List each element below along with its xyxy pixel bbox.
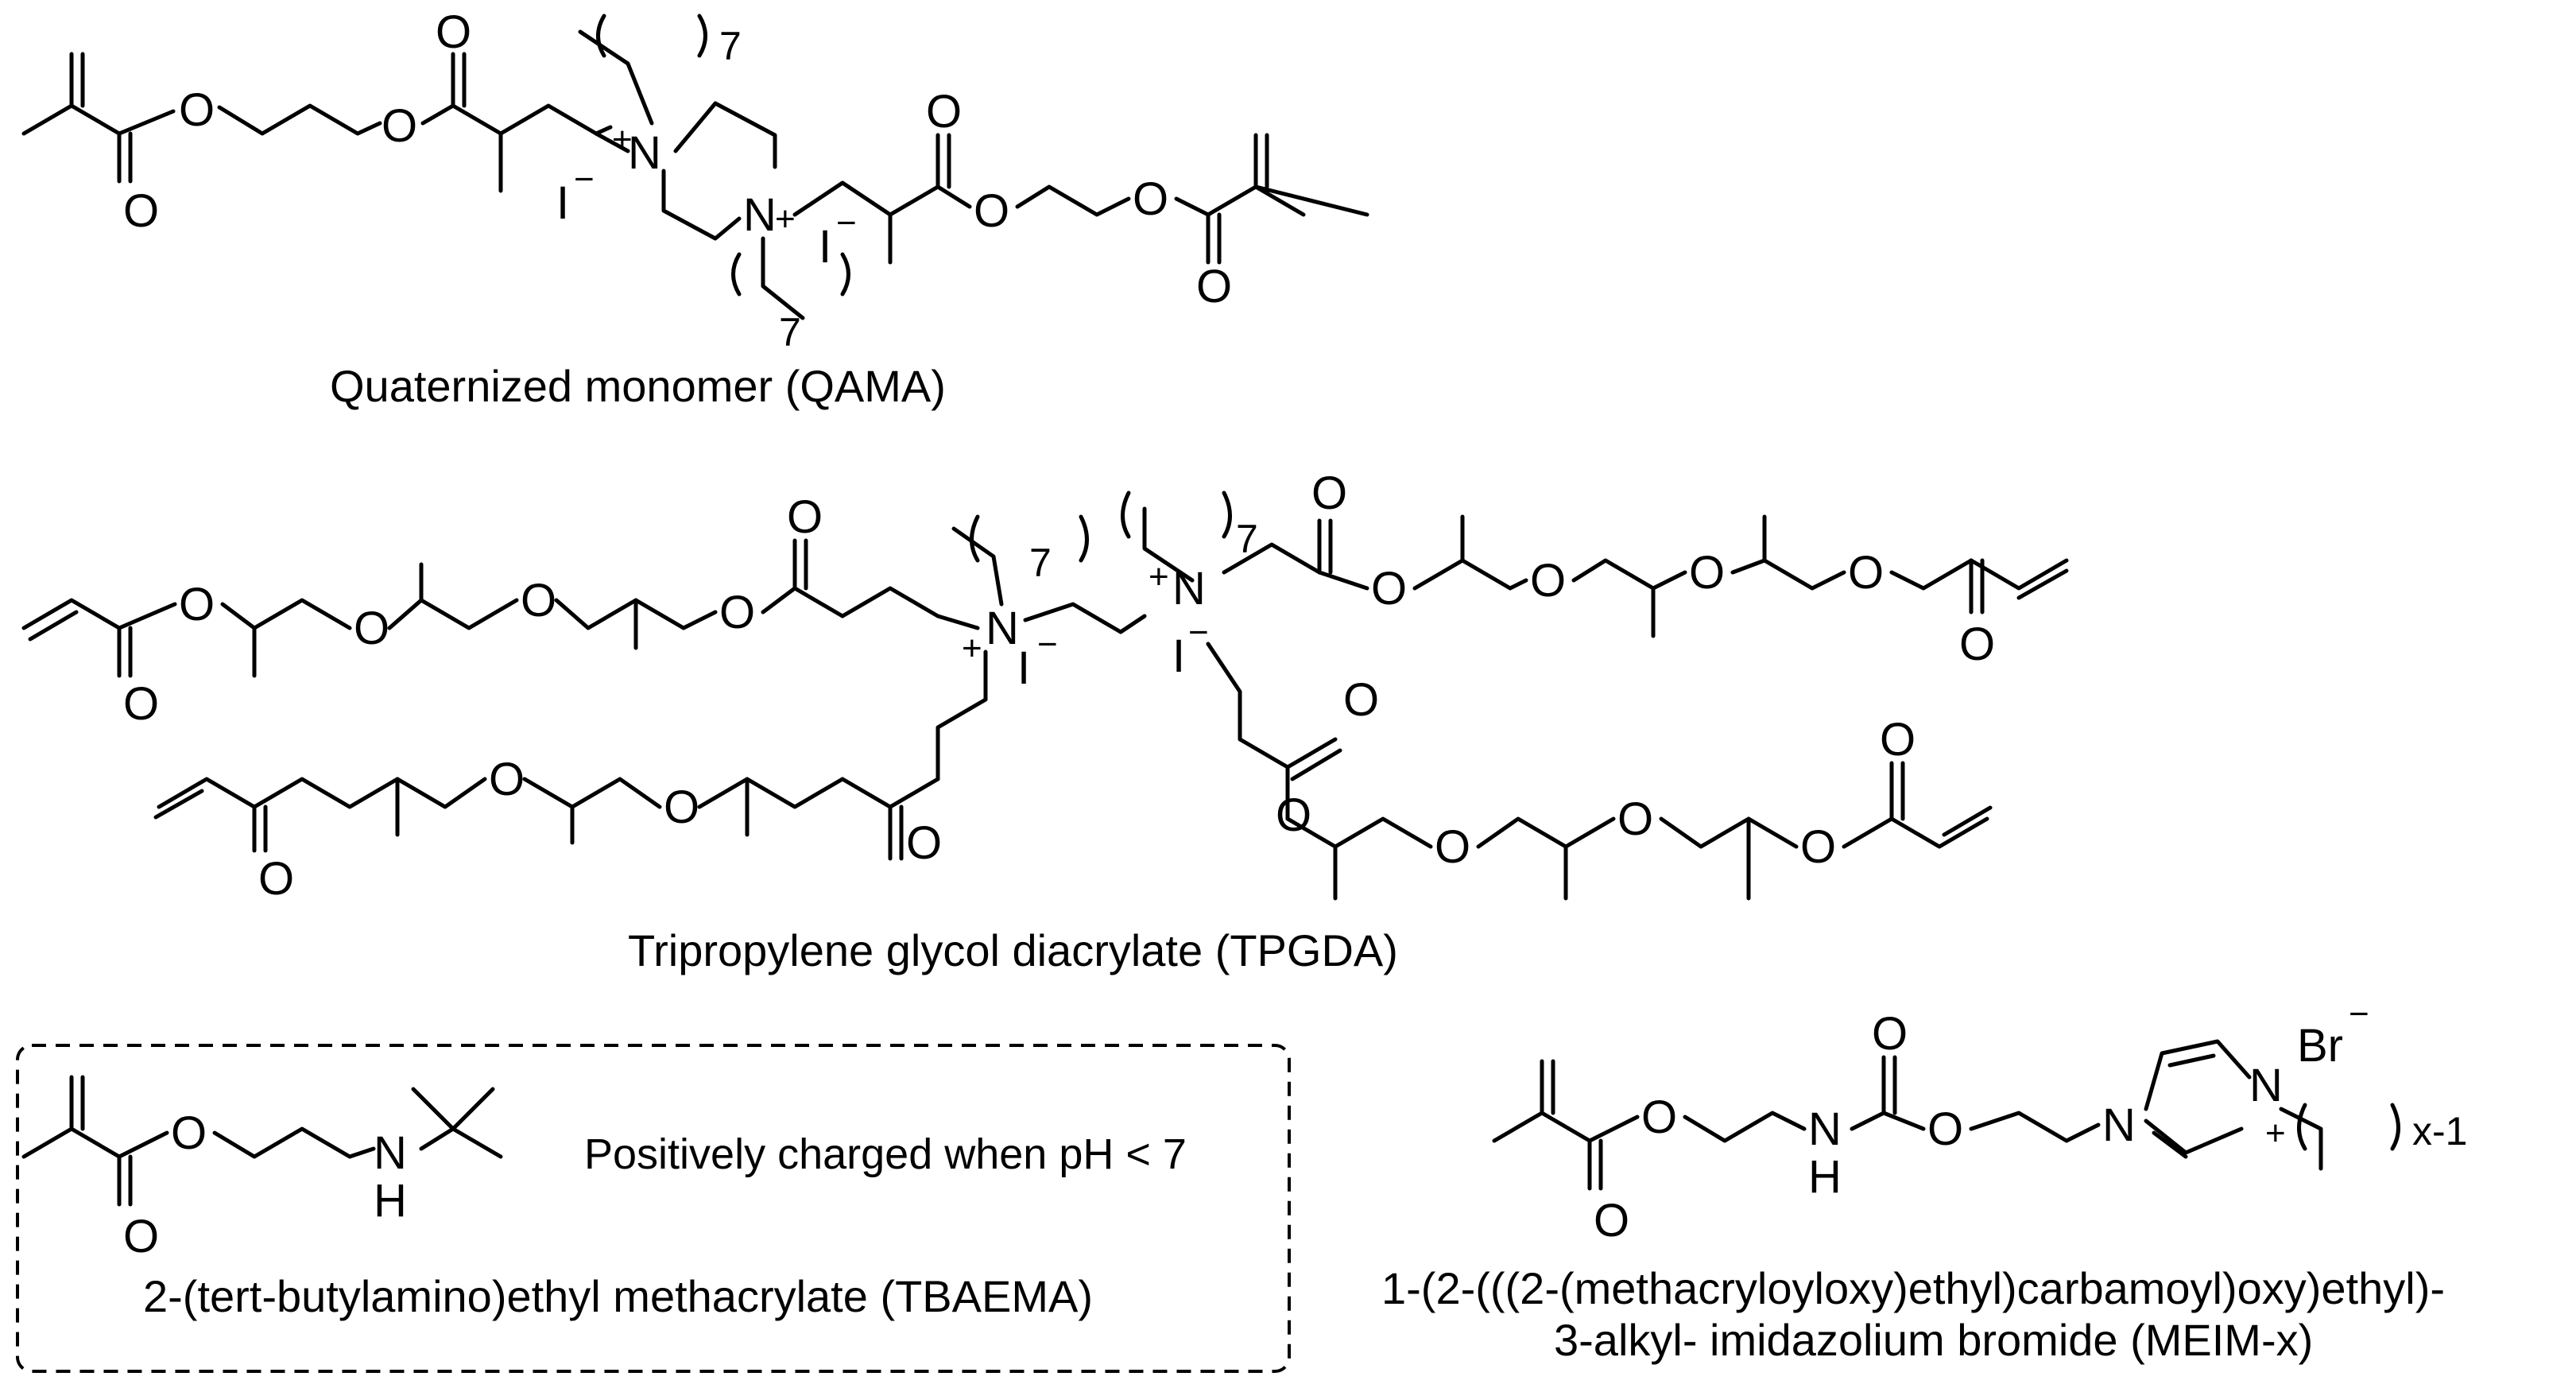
tbaema-bonds <box>21 1075 503 1207</box>
oxygen-label: O <box>1689 547 1725 599</box>
nitrogen-label: N <box>2102 1099 2136 1151</box>
plus-charge: + <box>775 200 796 238</box>
tbaema-structure: O O N H Positively charged when pH < 7 2… <box>16 1044 1291 1373</box>
hydrogen-label: H <box>374 1175 407 1227</box>
oxygen-label: O <box>1435 821 1470 873</box>
nitrogen-label: N <box>986 603 1019 654</box>
minus-charge: − <box>836 204 857 242</box>
oxygen-label: O <box>1641 1091 1677 1143</box>
nitrogen-label: N <box>374 1127 407 1179</box>
nitrogen-label: N <box>1808 1103 1842 1155</box>
oxygen-label: O <box>436 6 471 58</box>
plus-charge: + <box>1149 557 1169 596</box>
chain-repeat-label: 7 <box>779 310 801 355</box>
hydrogen-label: H <box>1808 1151 1842 1203</box>
oxygen-label: O <box>906 817 942 869</box>
chain-repeat-label: 7 <box>1029 541 1052 585</box>
qama-caption: Quaternized monomer (QAMA) <box>330 361 946 411</box>
tpgda-caption: Tripropylene glycol diacrylate (TPGDA) <box>628 925 1398 975</box>
plus-charge: + <box>2265 1114 2286 1153</box>
tpgda-bonds <box>21 490 2069 901</box>
qama-structure: O O O O N + I − 7 N + I − 7 O O O O Quat… <box>21 6 1369 411</box>
plus-charge: + <box>612 120 633 159</box>
oxygen-label: O <box>1880 714 1916 766</box>
oxygen-label: O <box>123 678 159 730</box>
minus-charge: − <box>1037 625 1058 664</box>
bromide-label: Br <box>2297 1020 2343 1072</box>
oxygen-label: O <box>1196 261 1232 312</box>
iodide-label: I <box>1172 630 1185 682</box>
oxygen-label: O <box>664 781 699 833</box>
oxygen-label: O <box>787 491 823 543</box>
oxygen-label: O <box>719 587 755 638</box>
tbaema-atom-labels: O O N H <box>123 1107 407 1262</box>
plus-charge: + <box>962 629 982 668</box>
nitrogen-label: N <box>2249 1060 2283 1111</box>
oxygen-label: O <box>179 579 215 630</box>
nitrogen-label: N <box>1172 563 1206 615</box>
minus-charge: − <box>1188 613 1209 652</box>
iodide-label: I <box>819 221 831 273</box>
oxygen-label: O <box>1530 555 1566 607</box>
oxygen-label: O <box>123 185 159 237</box>
oxygen-label: O <box>1927 1103 1963 1155</box>
oxygen-label: O <box>1133 173 1168 225</box>
minus-charge: − <box>2349 994 2369 1033</box>
meim-bonds <box>1492 1039 2400 1191</box>
oxygen-label: O <box>179 84 215 136</box>
nitrogen-label: N <box>743 189 777 241</box>
oxygen-label: O <box>1617 793 1653 845</box>
meim-atom-labels: O O N H O O N N + Br − x-1 <box>1594 994 2467 1246</box>
oxygen-label: O <box>1371 563 1407 615</box>
chain-repeat-label: x-1 <box>2412 1109 2467 1153</box>
oxygen-label: O <box>1872 1008 1908 1060</box>
meim-caption-line1: 1-(2-(((2-(methacryloyloxy)ethyl)carbamo… <box>1381 1263 2445 1313</box>
oxygen-label: O <box>1343 674 1379 726</box>
qama-bonds <box>21 14 1369 320</box>
nitrogen-label: N <box>628 127 661 179</box>
oxygen-label: O <box>123 1211 159 1262</box>
oxygen-label: O <box>521 575 556 626</box>
oxygen-label: O <box>1848 547 1884 599</box>
meim-caption-line2: 3-alkyl- imidazolium bromide (MEIM-x) <box>1554 1315 2313 1365</box>
oxygen-label: O <box>974 185 1009 237</box>
highlight-box <box>16 1044 1291 1373</box>
oxygen-label: O <box>382 100 417 152</box>
tbaema-charge-note: Positively charged when pH < 7 <box>584 1130 1187 1178</box>
oxygen-label: O <box>489 754 525 805</box>
oxygen-label: O <box>1800 821 1836 873</box>
minus-charge: − <box>574 160 595 199</box>
meim-structure: O O N H O O N N + Br − x-1 1-(2-(((2-(me… <box>1381 994 2467 1365</box>
oxygen-label: O <box>354 603 389 654</box>
oxygen-label: O <box>1959 618 1995 670</box>
oxygen-label: O <box>1594 1195 1629 1246</box>
oxygen-label: O <box>258 853 294 905</box>
oxygen-label: O <box>171 1107 207 1159</box>
oxygen-label: O <box>1276 789 1311 841</box>
tpgda-structure: O O O O O O N + I − 7 N + I − 7 O O O O … <box>21 467 2069 975</box>
chain-repeat-label: 7 <box>719 24 742 68</box>
iodide-label: I <box>556 177 569 229</box>
tbaema-caption: 2-(tert-butylamino)ethyl methacrylate (T… <box>143 1271 1093 1321</box>
qama-atom-labels: O O O O N + I − 7 N + I − 7 O O O O <box>123 6 1232 355</box>
iodide-label: I <box>1017 642 1030 694</box>
chain-repeat-label: 7 <box>1236 517 1258 561</box>
oxygen-label: O <box>1311 467 1347 519</box>
tpgda-atom-labels: O O O O O O N + I − 7 N + I − 7 O O O O … <box>123 467 1995 905</box>
oxygen-label: O <box>926 86 962 138</box>
